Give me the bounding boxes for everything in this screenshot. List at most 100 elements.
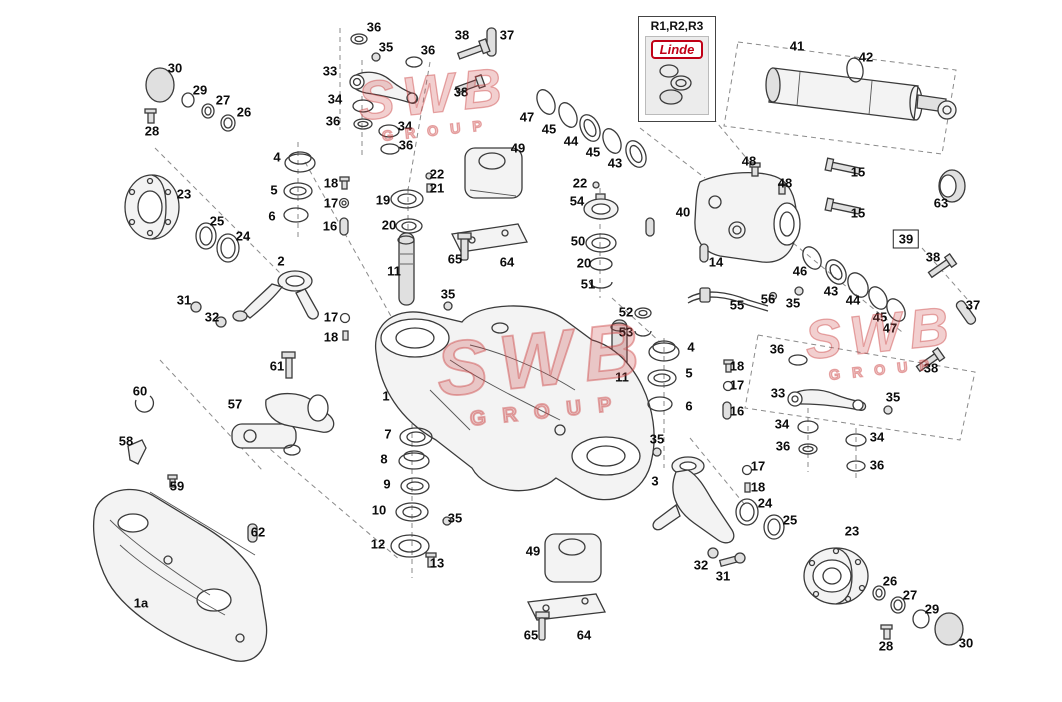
part-label-43: 43 xyxy=(607,155,623,171)
part-label-58: 58 xyxy=(118,433,134,449)
part-label-59: 59 xyxy=(169,478,185,494)
part-label-14: 14 xyxy=(708,254,724,270)
part-label-23: 23 xyxy=(176,186,192,202)
axle-drive-housing-40 xyxy=(645,157,966,263)
part-label-40: 40 xyxy=(675,204,691,220)
part-label-6: 6 xyxy=(268,208,276,224)
part-label-35: 35 xyxy=(785,295,801,311)
part-label-43: 43 xyxy=(823,283,839,299)
part-label-39: 39 xyxy=(892,229,920,249)
steering-arm-right-33 xyxy=(787,354,893,472)
part-label-36: 36 xyxy=(869,457,885,473)
part-label-4: 4 xyxy=(687,339,695,355)
bearing-stack-right xyxy=(647,340,734,457)
part-label-50: 50 xyxy=(570,233,586,249)
part-label-8: 8 xyxy=(380,451,388,467)
part-label-47: 47 xyxy=(882,320,898,336)
part-label-18: 18 xyxy=(323,175,339,191)
part-label-15: 15 xyxy=(850,205,866,221)
part-label-7: 7 xyxy=(384,426,392,442)
part-label-36: 36 xyxy=(775,438,791,454)
part-label-36: 36 xyxy=(398,137,414,153)
part-label-26: 26 xyxy=(236,104,252,120)
part-label-52: 52 xyxy=(618,304,634,320)
steering-knuckle-left-2 xyxy=(190,270,319,328)
part-label-38: 38 xyxy=(453,84,469,100)
part-label-18: 18 xyxy=(323,329,339,345)
part-label-23: 23 xyxy=(844,523,860,539)
part-label-21: 21 xyxy=(429,180,445,196)
part-label-9: 9 xyxy=(383,476,391,492)
part-label-64: 64 xyxy=(499,254,515,270)
part-label-34: 34 xyxy=(397,118,413,134)
part-label-63: 63 xyxy=(933,195,949,211)
part-label-24: 24 xyxy=(757,495,773,511)
part-label-65: 65 xyxy=(447,251,463,267)
part-label-32: 32 xyxy=(693,557,709,573)
part-label-46: 46 xyxy=(792,263,808,279)
part-label-49: 49 xyxy=(510,140,526,156)
part-label-17: 17 xyxy=(323,309,339,325)
part-label-45: 45 xyxy=(541,121,557,137)
part-label-38: 38 xyxy=(925,249,941,265)
part-label-48: 48 xyxy=(777,175,793,191)
brand-panel: Linde xyxy=(645,36,709,115)
seal-ring-set-right xyxy=(794,246,977,373)
brake-pipe-55 xyxy=(687,287,778,312)
part-label-25: 25 xyxy=(782,512,798,528)
part-label-53: 53 xyxy=(618,324,634,340)
part-label-45: 45 xyxy=(585,144,601,160)
part-label-15: 15 xyxy=(850,164,866,180)
part-label-30: 30 xyxy=(958,635,974,651)
part-label-60: 60 xyxy=(132,383,148,399)
part-label-56: 56 xyxy=(760,291,776,307)
part-label-20: 20 xyxy=(576,255,592,271)
dashed-guides xyxy=(154,28,976,578)
part-label-18: 18 xyxy=(729,358,745,374)
part-label-1a: 1a xyxy=(133,595,149,611)
part-label-64: 64 xyxy=(576,627,592,643)
part-label-38: 38 xyxy=(923,360,939,376)
part-label-35: 35 xyxy=(378,39,394,55)
part-label-28: 28 xyxy=(878,638,894,654)
part-label-10: 10 xyxy=(371,502,387,518)
axle-mount-1a xyxy=(93,488,268,662)
part-label-24: 24 xyxy=(235,228,251,244)
axle-housing-1 xyxy=(375,305,655,501)
part-label-29: 29 xyxy=(924,601,940,617)
part-label-36: 36 xyxy=(420,42,436,58)
cap-stack-center xyxy=(583,181,619,289)
part-label-22: 22 xyxy=(429,166,445,182)
part-label-48: 48 xyxy=(741,153,757,169)
part-label-31: 31 xyxy=(176,292,192,308)
wheel-hub-right-23 xyxy=(803,547,964,646)
hub-cap-set-top-left xyxy=(144,67,236,132)
part-label-49: 49 xyxy=(525,543,541,559)
part-label-38: 38 xyxy=(454,27,470,43)
part-label-12: 12 xyxy=(370,536,386,552)
reference-variant-label: R1,R2,R3 xyxy=(650,19,704,33)
part-label-13: 13 xyxy=(429,555,445,571)
part-label-2: 2 xyxy=(277,253,285,269)
part-label-36: 36 xyxy=(366,19,382,35)
reference-variant-box: R1,R2,R3 Linde xyxy=(638,16,716,122)
part-label-45: 45 xyxy=(872,309,888,325)
part-label-33: 33 xyxy=(770,385,786,401)
part-label-35: 35 xyxy=(649,431,665,447)
part-label-19: 19 xyxy=(375,192,391,208)
part-label-35: 35 xyxy=(440,286,456,302)
part-label-17: 17 xyxy=(750,458,766,474)
part-label-3: 3 xyxy=(651,473,659,489)
part-label-42: 42 xyxy=(858,49,874,65)
part-label-27: 27 xyxy=(902,587,918,603)
part-label-32: 32 xyxy=(204,309,220,325)
part-label-29: 29 xyxy=(192,82,208,98)
steering-arm-top-33 xyxy=(349,33,423,155)
cylinder-assembly-57 xyxy=(127,351,335,543)
wheel-hub-left-23 xyxy=(124,174,240,263)
part-label-30: 30 xyxy=(167,60,183,76)
part-label-11: 11 xyxy=(387,263,401,279)
steering-cylinder-41 xyxy=(765,57,957,121)
part-label-4: 4 xyxy=(273,149,281,165)
